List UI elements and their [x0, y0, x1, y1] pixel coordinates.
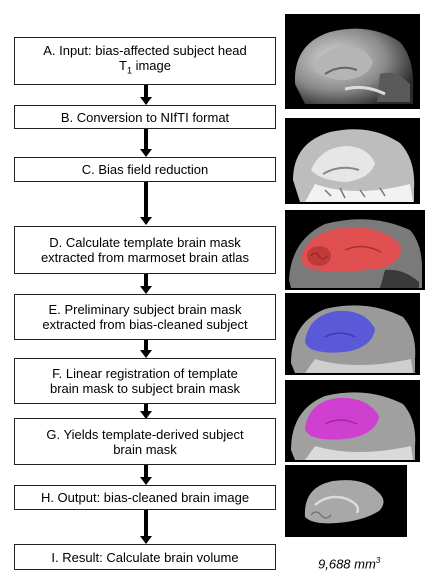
- arrow-b-c: [140, 129, 152, 157]
- mri-extracted-brain-image: [285, 465, 407, 537]
- step-a-line1: A. Input: bias-affected subject head: [43, 43, 247, 59]
- step-i-text: I. Result: Calculate brain volume: [51, 549, 239, 565]
- step-g-line1: G. Yields template-derived subject: [46, 426, 244, 442]
- step-e-line2: extracted from bias-cleaned subject: [42, 317, 248, 332]
- step-f-line1: F. Linear registration of template: [52, 366, 238, 381]
- arrow-g-h: [140, 465, 152, 485]
- arrow-f-g: [140, 404, 152, 419]
- step-a-line2: T1 image: [118, 58, 171, 76]
- mri-registered-mask-image: [285, 380, 420, 462]
- step-f-line2: brain mask to subject brain mask: [49, 381, 241, 396]
- step-h-box: H. Output: bias-cleaned brain image: [14, 485, 276, 510]
- registered-mask-region: [305, 397, 379, 440]
- mri-raw-head-image: [285, 14, 420, 109]
- step-d-line1: D. Calculate template brain mask: [49, 235, 241, 250]
- step-f-box: F. Linear registration of template brain…: [14, 358, 276, 404]
- step-b-text: B. Conversion to NIfTI format: [60, 109, 230, 125]
- step-g-box: G. Yields template-derived subject brain…: [14, 418, 276, 465]
- step-e-line1: E. Preliminary subject brain mask: [48, 302, 242, 317]
- step-c-box: C. Bias field reduction: [14, 157, 276, 182]
- step-e-box: E. Preliminary subject brain mask extrac…: [14, 294, 276, 340]
- step-h-text: H. Output: bias-cleaned brain image: [40, 490, 250, 505]
- mri-template-mask-image: [285, 210, 425, 290]
- arrow-e-f: [140, 340, 152, 358]
- step-b-box: B. Conversion to NIfTI format: [14, 105, 276, 129]
- mri-bias-reduced-image: [285, 118, 420, 204]
- step-d-line2: extracted from marmoset brain atlas: [40, 250, 250, 265]
- step-g-line2: brain mask: [113, 441, 177, 457]
- step-c-text: C. Bias field reduction: [81, 162, 209, 177]
- arrow-c-d: [140, 182, 152, 225]
- mri-subject-mask-image: [285, 293, 420, 375]
- arrow-h-i: [140, 510, 152, 544]
- step-d-box: D. Calculate template brain mask extract…: [14, 226, 276, 274]
- brain-volume-value: 9,688 mm3: [318, 556, 381, 572]
- subject-mask-region: [305, 310, 375, 353]
- step-a-box: A. Input: bias-affected subject head T1 …: [14, 37, 276, 85]
- step-i-box: I. Result: Calculate brain volume: [14, 544, 276, 570]
- arrow-d-e: [140, 274, 152, 294]
- arrow-a-b: [140, 85, 152, 105]
